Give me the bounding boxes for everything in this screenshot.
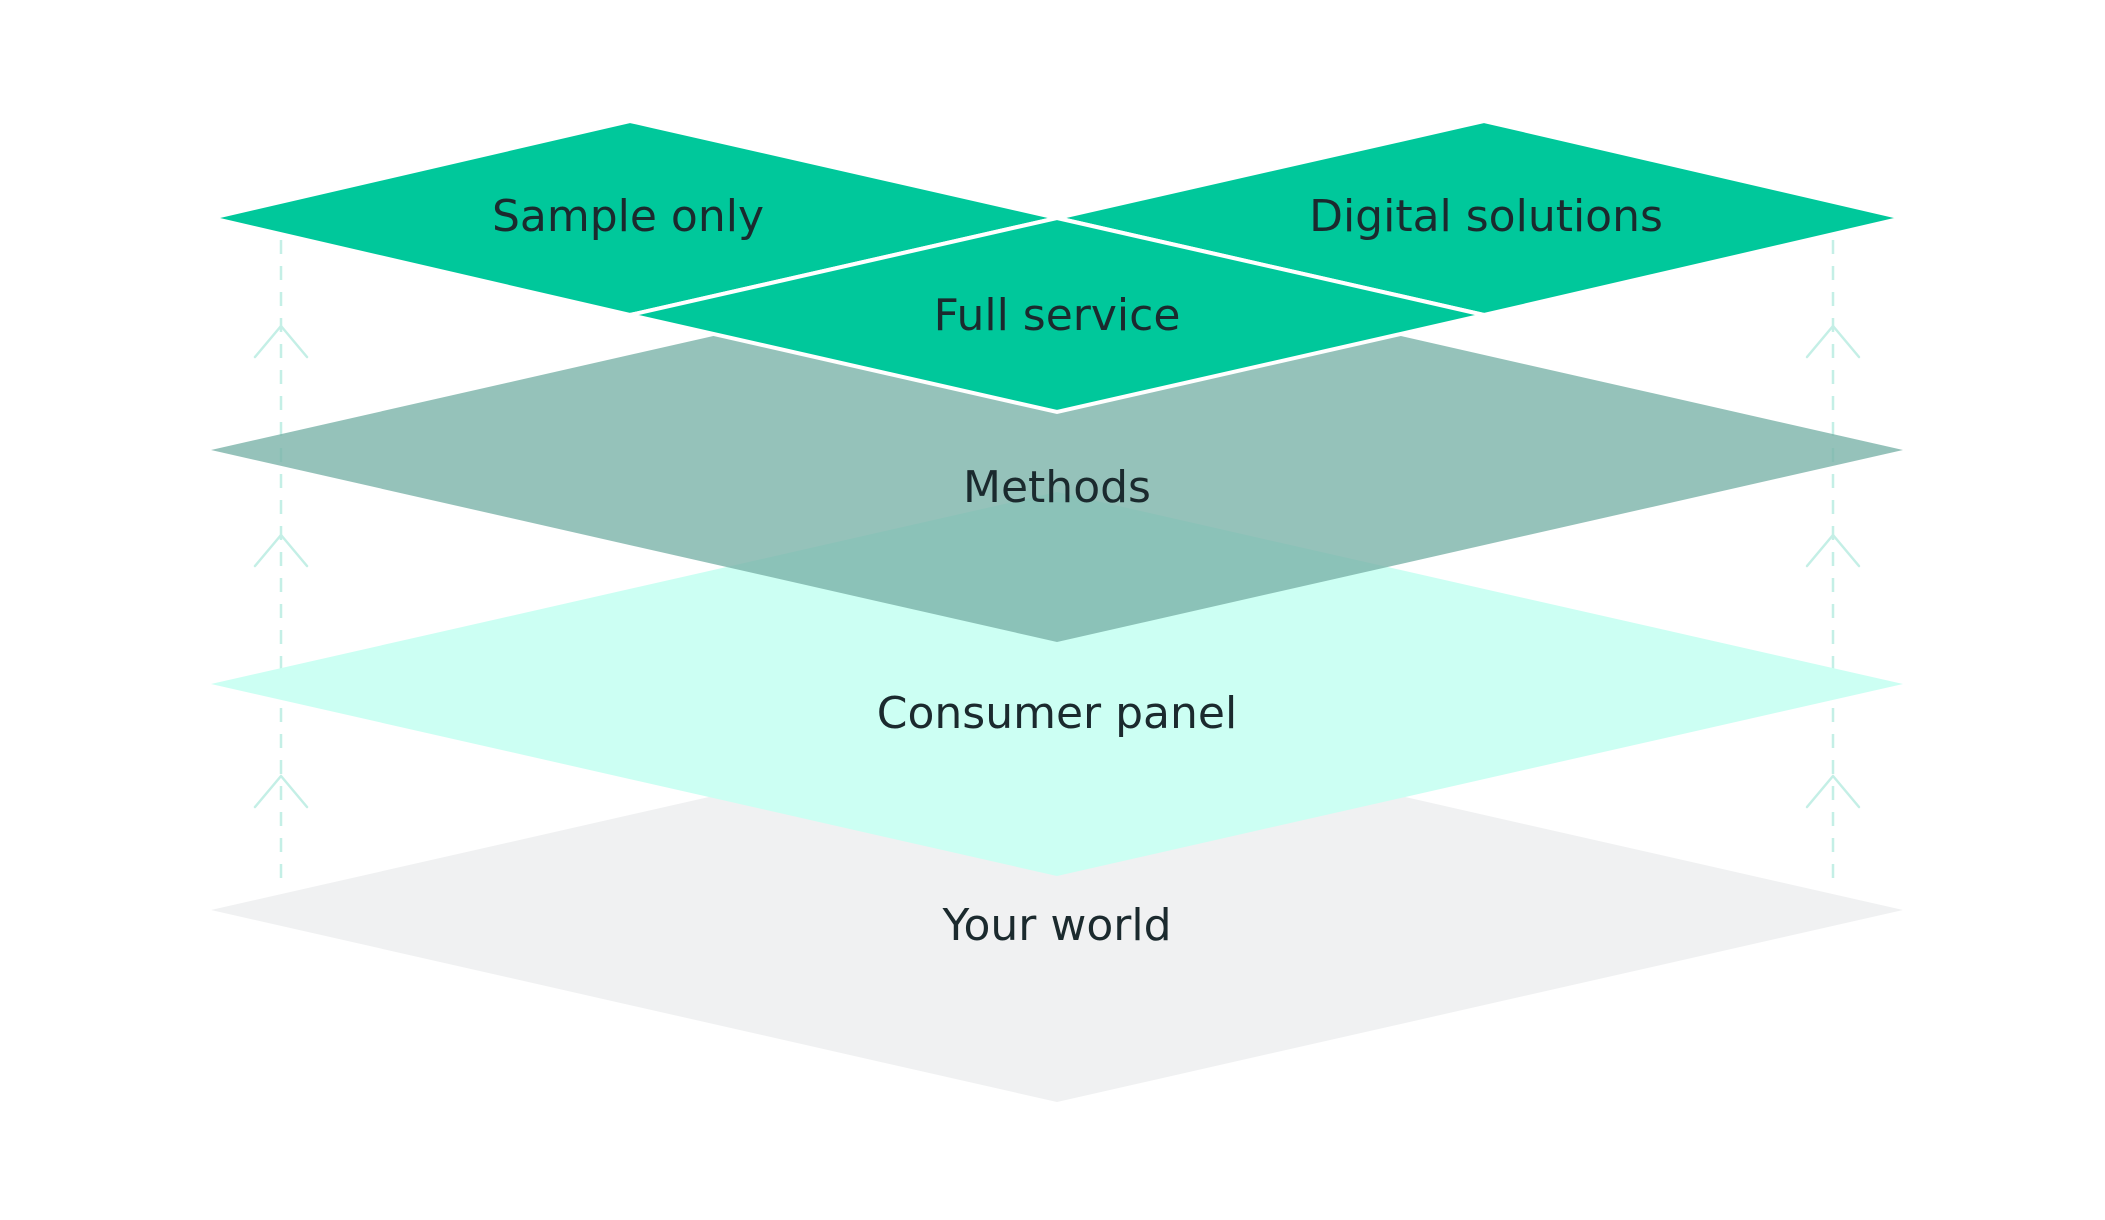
dashed-arrow-up-icon (253, 324, 309, 359)
dashed-arrow-up-icon (1805, 324, 1861, 359)
tile-full-service-label: Full service (934, 290, 1181, 341)
dashed-arrow-up-icon (253, 533, 309, 568)
layer-your-world-label: Your world (941, 900, 1171, 951)
tile-digital-solutions-label: Digital solutions (1309, 191, 1663, 242)
left-connector (253, 240, 309, 890)
dashed-arrow-up-icon (1805, 533, 1861, 568)
layer-methods: Methods (211, 258, 1903, 642)
layer-consumer-panel-label: Consumer panel (877, 688, 1237, 739)
layer-consumer-panel: Consumer panel (211, 492, 1903, 876)
tile-full-service-shape (629, 215, 1485, 415)
top-cluster: Sample only Digital solutions Full servi… (210, 118, 1904, 415)
dashed-arrow-up-icon (1805, 774, 1861, 809)
layer-methods-label: Methods (963, 462, 1151, 513)
layer-methods-shape (211, 258, 1903, 642)
dashed-arrow-up-icon (253, 774, 309, 809)
tile-sample-only-label: Sample only (492, 191, 764, 242)
layer-your-world: Your world (211, 718, 1903, 1102)
layer-your-world-shape (211, 718, 1903, 1102)
layer-consumer-panel-shape (211, 492, 1903, 876)
right-connector (1805, 240, 1861, 890)
